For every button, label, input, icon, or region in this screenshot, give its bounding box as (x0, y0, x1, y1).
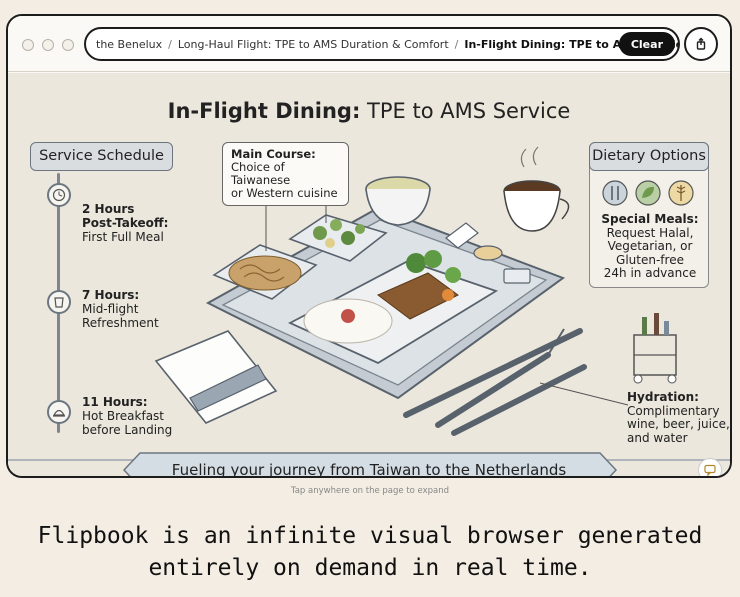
dining-illustration (8, 146, 730, 476)
schedule-item: 11 Hours: Hot Breakfast before Landing (82, 395, 172, 437)
schedule-item: 7 Hours: Mid-flight Refreshment (82, 288, 159, 330)
breadcrumb-item[interactable]: Long-Haul Flight: TPE to AMS Duration & … (177, 37, 449, 51)
schedule-desc: before Landing (82, 423, 173, 437)
schedule-desc: Hot Breakfast (82, 409, 165, 423)
breadcrumb-item[interactable]: the Benelux (96, 37, 163, 51)
cup-icon (47, 290, 71, 314)
caption-line: Flipbook is an infinite visual browser g… (37, 523, 703, 549)
hydration-line: Complimentary (627, 403, 720, 418)
expand-hint: Tap anywhere on the page to expand (290, 486, 450, 496)
browser-window: the Benelux / Long-Haul Flight: TPE to A… (6, 14, 732, 478)
hydration-label: Hydration: (627, 390, 699, 404)
feedback-button[interactable] (698, 458, 722, 476)
special-meals-line: Vegetarian, or (607, 239, 693, 253)
vegetarian-icon (635, 180, 661, 206)
banner-ribbon-graphic (8, 452, 730, 476)
dietary-icons (602, 180, 694, 206)
main-course-label: Main Course: (231, 147, 316, 161)
main-course-text: Choice of Taiwanese (231, 160, 291, 187)
special-meals-line: Request Halal, (606, 225, 694, 240)
special-meals-label: Special Meals: (601, 212, 699, 226)
title-rest: TPE to AMS Service (360, 99, 571, 123)
banner-text: Fueling your journey from Taiwan to the … (171, 461, 567, 478)
cloche-icon (47, 400, 71, 424)
breadcrumb[interactable]: the Benelux / Long-Haul Flight: TPE to A… (84, 27, 680, 61)
title-bold: In-Flight Dining: (167, 99, 361, 123)
special-meals-line: 24h in advance (603, 266, 697, 280)
schedule-item: 2 Hours Post-Takeoff: First Full Meal (82, 202, 168, 244)
hydration-line: and water (627, 430, 688, 445)
main-course-text: or Western cuisine (231, 186, 338, 200)
page-title: In-Flight Dining: TPE to AMS Service (8, 99, 730, 123)
window-control-dot[interactable] (62, 39, 74, 51)
clear-button[interactable]: Clear (618, 32, 675, 56)
share-button[interactable] (684, 27, 718, 61)
schedule-desc: Refreshment (82, 316, 159, 330)
clock-icon (47, 183, 71, 207)
browser-toolbar: the Benelux / Long-Haul Flight: TPE to A… (8, 16, 730, 72)
window-control-dot[interactable] (42, 39, 54, 51)
share-icon (696, 37, 706, 50)
schedule-time: 2 Hours (82, 202, 135, 216)
schedule-time: 11 Hours: (82, 395, 148, 409)
window-control-dot[interactable] (22, 39, 34, 51)
halal-icon (602, 180, 628, 206)
caption-line: entirely on demand in real time. (148, 555, 592, 581)
hydration-line: wine, beer, juice, (627, 417, 730, 431)
hydration-text: Hydration: Complimentary wine, beer, jui… (627, 390, 730, 445)
breadcrumb-separator: / (168, 37, 172, 51)
service-schedule-heading: Service Schedule (30, 142, 173, 171)
breadcrumb-separator: / (454, 37, 459, 51)
comment-icon (704, 464, 716, 476)
schedule-desc: Mid-flight (82, 302, 139, 316)
special-meals-text: Special Meals: Request Halal, Vegetarian… (594, 212, 706, 281)
dietary-options-heading: Dietary Options (589, 142, 709, 171)
meal-tray-graphic (154, 146, 677, 436)
schedule-time: Post-Takeoff: (82, 216, 169, 230)
caption: Flipbook is an infinite visual browser g… (0, 520, 740, 584)
page-content[interactable]: In-Flight Dining: TPE to AMS Service Ser… (8, 73, 730, 478)
schedule-desc: First Full Meal (82, 230, 164, 244)
main-course-callout: Main Course: Choice of Taiwanese or West… (222, 142, 349, 206)
schedule-time: 7 Hours: (82, 288, 140, 302)
gluten-free-icon (668, 180, 694, 206)
special-meals-line: Gluten-free (616, 252, 684, 267)
